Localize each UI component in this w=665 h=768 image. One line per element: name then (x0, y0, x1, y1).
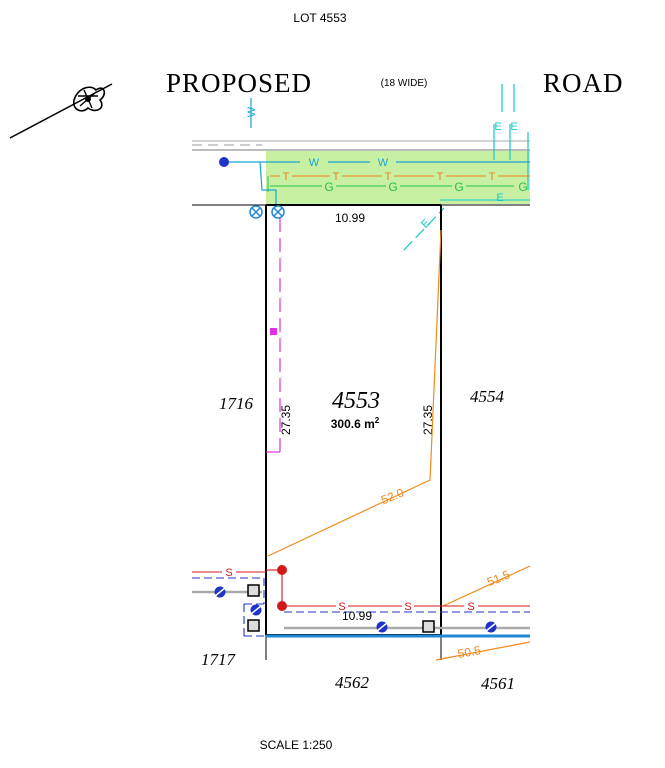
gas-label-3: G (454, 180, 463, 194)
contour-label-52: 52.0 (379, 485, 406, 507)
lot-number: 4553 (332, 388, 380, 414)
lot-area-unit: 2 (375, 416, 380, 425)
sewer-junction-icon (277, 601, 287, 611)
service-pit-icon (249, 205, 285, 219)
rear-dimension: 10.99 (342, 609, 372, 623)
road-width-note: (18 WIDE) (381, 78, 428, 89)
sewer-line (192, 569, 530, 607)
electric-label-top-2: E (510, 121, 517, 133)
gas-label-4: G (518, 180, 527, 194)
lot-area: 300.6 m2 (331, 416, 380, 431)
pit-icon (422, 620, 435, 633)
sewer-label-1: S (225, 567, 232, 579)
neighbour-lot-left: 1716 (219, 394, 254, 413)
neighbour-lot-right: 4554 (470, 387, 505, 406)
right-depth-dimension: 27.35 (421, 405, 435, 435)
water-main (222, 98, 530, 204)
pit-icon (247, 584, 260, 597)
easement-marker-icon (270, 328, 277, 335)
neighbour-lot-rear-centre: 4562 (335, 673, 370, 692)
lot-area-value: 300.6 m (331, 417, 375, 431)
left-depth-dimension: 27.35 (279, 405, 293, 435)
neighbour-lot-rear-left: 1717 (201, 650, 237, 669)
sewer-label-4: S (467, 601, 474, 613)
electric-label-top-1: E (494, 121, 501, 133)
easement-line (266, 218, 281, 453)
neighbour-lot-rear-right: 4561 (481, 674, 515, 693)
valve-icon (214, 586, 497, 633)
electric-label-verge: E (496, 192, 503, 204)
lot-title: LOT 4553 (293, 11, 346, 25)
contour-label-50-5: 50.5 (457, 643, 483, 661)
telecom-label-1: T (283, 171, 290, 183)
stormwater-line (192, 577, 530, 637)
gas-line (267, 176, 514, 192)
telecom-label-2: T (333, 171, 340, 183)
gas-label-1: G (324, 180, 333, 194)
road-verge (266, 150, 530, 204)
water-label-1: W (309, 157, 320, 169)
sewer-label-2: S (338, 601, 345, 613)
telecom-label-4: T (437, 171, 444, 183)
water-valve-icon (219, 157, 229, 167)
frontage-dimension: 10.99 (335, 211, 365, 225)
contour-label-51-5: 51.5 (485, 567, 512, 589)
gas-label-2: G (388, 180, 397, 194)
sewer-label-3: S (404, 601, 411, 613)
road-label-proposed: PROPOSED (166, 68, 312, 98)
pit-icon (247, 619, 260, 632)
contour-lines (267, 229, 531, 661)
telecom-label-5: T (489, 171, 496, 183)
electric-label-branch: E (419, 217, 433, 231)
water-label-2: W (378, 157, 389, 169)
north-arrow-icon (9, 83, 113, 139)
road-label-road: ROAD (543, 68, 624, 98)
sewer-junction-icon (277, 565, 287, 575)
telecom-label-3: T (385, 171, 392, 183)
water-label-branch: W (246, 106, 258, 117)
scale-label: SCALE 1:250 (260, 738, 333, 752)
electric-conduit-top (493, 84, 529, 190)
electric-branch (403, 207, 445, 251)
